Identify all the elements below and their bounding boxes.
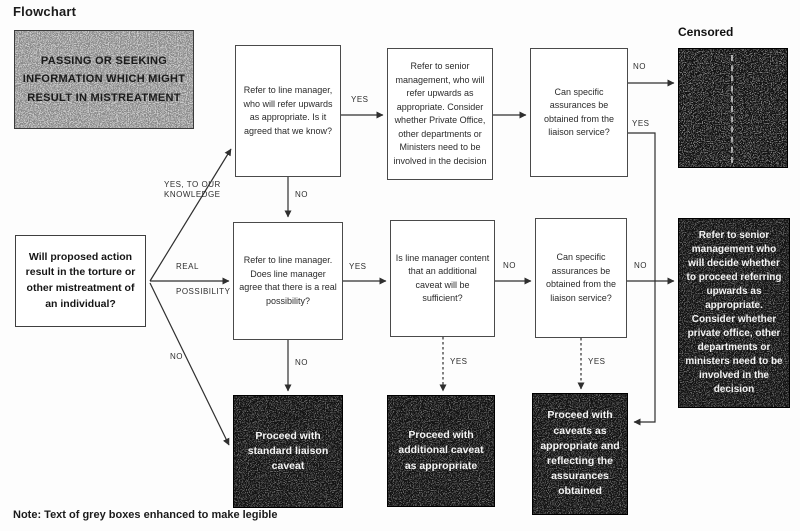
node-text: Will proposed action result in the tortu…	[25, 250, 136, 310]
edge-label-no-diagonal: NO	[170, 352, 183, 361]
node-censored-redaction	[678, 48, 788, 168]
node-proceed-caveats-assurances: Proceed with caveats as appropriate and …	[532, 393, 628, 515]
edge-label-possibility: POSSIBILITY	[176, 287, 231, 296]
node-refer-line-manager-possibility: Refer to line manager. Does line manager…	[233, 222, 343, 340]
edge-label-yes-to-our-knowledge: YES, TO OUR KNOWLEDGE	[164, 180, 221, 200]
edge-question-to-standard	[149, 282, 230, 446]
node-text: Refer to line manager. Does line manager…	[239, 255, 337, 306]
edge-label-no-proceed-standard: NO	[295, 358, 308, 367]
node-text: Can specific assurances be obtained from…	[543, 86, 615, 138]
node-passing-or-seeking-information: PASSING OR SEEKING INFORMATION WHICH MIG…	[14, 30, 194, 129]
edge-label-yes-proceed-caveats: YES	[588, 357, 606, 366]
edge-label-yes-proceed-additional: YES	[450, 357, 468, 366]
edge-label-yes-top: YES	[351, 95, 369, 104]
node-text: Refer to senior management, who will ref…	[393, 61, 487, 166]
node-text: Is line manager content that an addition…	[395, 252, 490, 304]
edge-label-yes-assurances-top: YES	[632, 119, 650, 128]
edge-label-no-caveat: NO	[503, 261, 516, 270]
node-text: Proceed with additional caveat as approp…	[398, 429, 484, 472]
node-assurances-top: Can specific assurances be obtained from…	[530, 48, 628, 177]
node-refer-senior-decide: Refer to senior management who will deci…	[678, 218, 790, 408]
edge-label-no-know: NO	[295, 190, 308, 199]
node-proceed-additional-caveat: Proceed with additional caveat as approp…	[387, 395, 495, 507]
edge-label-no-censored: NO	[633, 62, 646, 71]
edge-label-yes-possibility: YES	[349, 262, 367, 271]
node-text: Refer to senior management who will deci…	[685, 230, 783, 395]
censored-caption: Censored	[678, 25, 734, 39]
node-text: Proceed with caveats as appropriate and …	[540, 409, 620, 498]
node-text: Can specific assurances be obtained from…	[545, 252, 617, 303]
edge-label-real: REAL	[176, 262, 199, 271]
node-proceed-standard-caveat: Proceed with standard liaison caveat	[233, 395, 343, 508]
edge-assurances-yes-proceed-caveats	[628, 132, 656, 426]
scan-noise-texture	[679, 49, 787, 167]
edge-label-no-assurances-mid: NO	[634, 261, 647, 270]
redaction-dashed-line	[731, 55, 733, 163]
node-refer-line-manager-know: Refer to line manager, who will refer up…	[235, 45, 341, 177]
node-text: PASSING OR SEEKING INFORMATION WHICH MIG…	[22, 55, 186, 104]
node-will-proposed-action-question: Will proposed action result in the tortu…	[15, 235, 146, 327]
node-text: Proceed with standard liaison caveat	[247, 429, 329, 473]
footnote: Note: Text of grey boxes enhanced to mak…	[13, 509, 278, 521]
node-text: Refer to line manager, who will refer up…	[243, 85, 333, 136]
node-additional-caveat-sufficient: Is line manager content that an addition…	[390, 220, 495, 337]
node-refer-senior-management: Refer to senior management, who will ref…	[387, 48, 493, 180]
node-assurances-mid: Can specific assurances be obtained from…	[535, 218, 627, 338]
page-title: Flowchart	[13, 4, 77, 19]
